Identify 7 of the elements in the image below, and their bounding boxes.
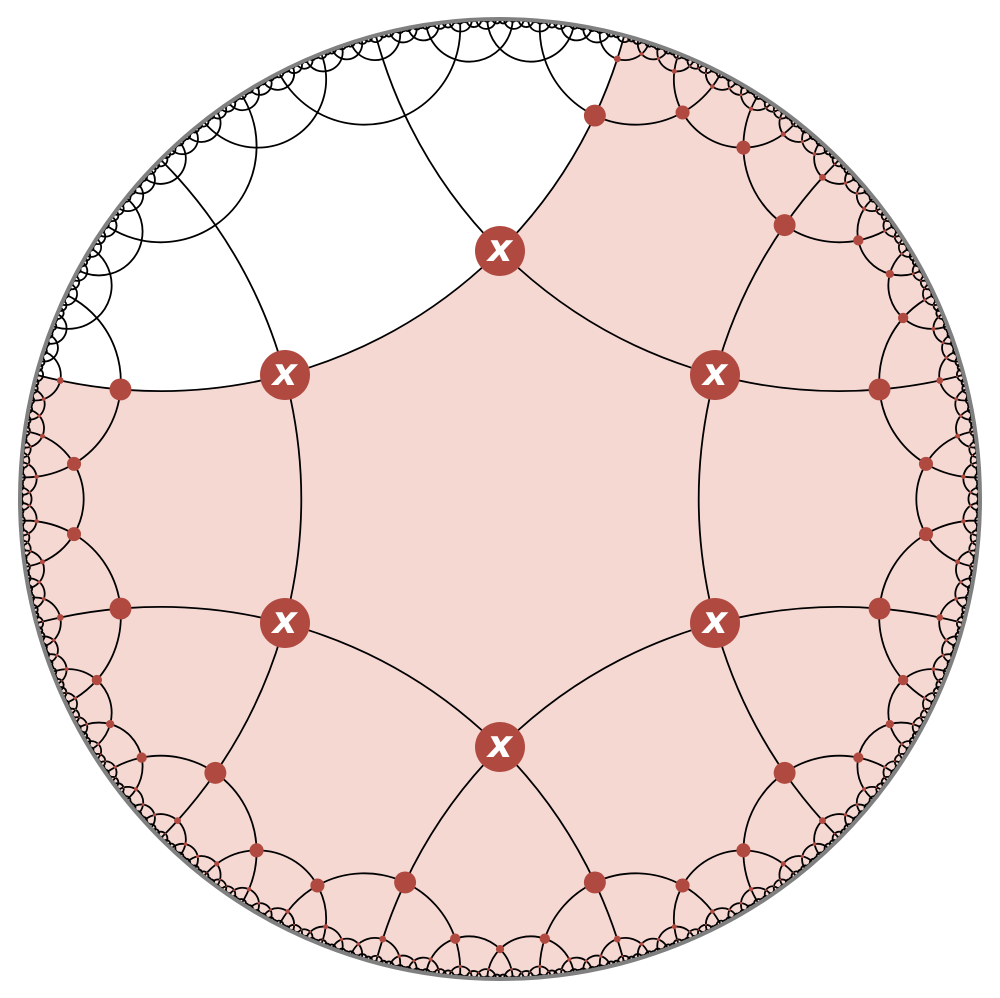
arc-edge [290, 398, 302, 600]
vertex-marker: x [260, 350, 310, 400]
arc-edge [308, 629, 482, 731]
arc-edge [698, 398, 710, 600]
arc-edge [518, 267, 692, 369]
arc-edge [308, 267, 482, 369]
arc-edge [518, 629, 692, 731]
